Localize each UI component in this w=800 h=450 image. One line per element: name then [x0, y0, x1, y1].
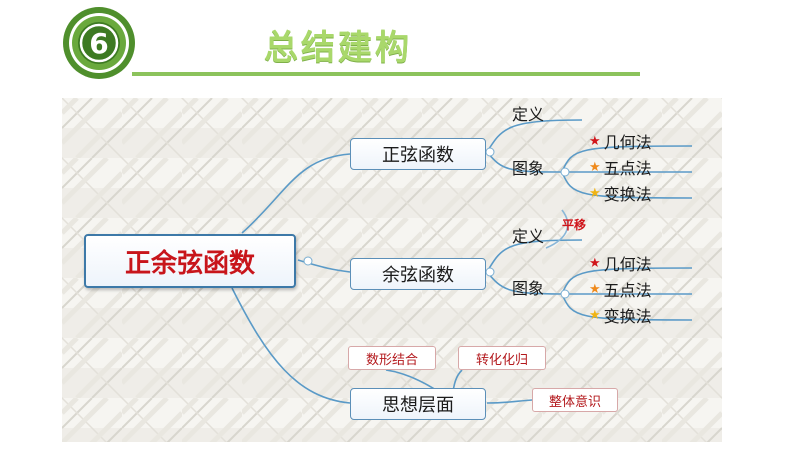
sine-graph[interactable]: 图象 — [512, 156, 544, 178]
sine-definition[interactable]: 定义 — [512, 102, 544, 124]
thinking-level-label: 思想层面 — [382, 395, 454, 416]
cosine-method-five-point[interactable]: ★ 五点法 — [589, 278, 652, 300]
sine-method-geometric-label: 几何法 — [603, 133, 652, 152]
section-number-badge: 6 — [63, 7, 135, 79]
orange-star-icon: ★ — [589, 281, 601, 297]
idea-tag-holistic-label: 整体意识 — [548, 394, 601, 410]
translation-note: 平移 — [562, 218, 587, 232]
sine-method-transform-label: 变换法 — [603, 185, 652, 204]
sine-method-transform[interactable]: ★ 变换法 — [589, 182, 652, 204]
sine-function-label: 正弦函数 — [382, 145, 454, 166]
cosine-graph-label: 图象 — [512, 279, 545, 298]
gold-star-icon: ★ — [589, 307, 601, 323]
idea-tag-holistic[interactable]: 整体意识 — [532, 388, 618, 412]
cosine-method-geometric-label: 几何法 — [603, 255, 652, 274]
cosine-function-node[interactable]: 余弦函数 — [350, 258, 486, 290]
thinking-level-node[interactable]: 思想层面 — [350, 388, 486, 420]
sine-function-node[interactable]: 正弦函数 — [350, 138, 486, 170]
gold-star-icon: ★ — [589, 185, 601, 201]
idea-tag-transformation-label: 转化化归 — [475, 352, 528, 368]
cosine-definition[interactable]: 定义 — [512, 224, 544, 246]
sine-graph-label: 图象 — [512, 159, 545, 178]
red-star-icon: ★ — [589, 133, 601, 149]
sine-method-geometric[interactable]: ★ 几何法 — [589, 130, 652, 152]
cosine-method-five-point-label: 五点法 — [603, 281, 652, 300]
idea-tag-number-shape[interactable]: 数形结合 — [348, 346, 436, 370]
idea-tag-number-shape-label: 数形结合 — [365, 352, 418, 368]
orange-star-icon: ★ — [589, 159, 601, 175]
cosine-definition-label: 定义 — [512, 227, 545, 246]
cosine-method-transform-label: 变换法 — [603, 307, 652, 326]
root-node-label: 正余弦函数 — [124, 248, 255, 279]
cosine-method-transform[interactable]: ★ 变换法 — [589, 304, 652, 326]
root-node-sine-cosine-functions[interactable]: 正余弦函数 — [84, 234, 296, 288]
sine-method-five-point-label: 五点法 — [603, 159, 652, 178]
title-underline — [132, 72, 640, 76]
mind-map-panel: 正余弦函数 正弦函数 定义 图象 ★ 几何法 ★ 五点法 ★ 变换法 平移 余弦… — [62, 98, 722, 442]
cosine-graph[interactable]: 图象 — [512, 276, 544, 298]
sine-method-five-point[interactable]: ★ 五点法 — [589, 156, 652, 178]
page-title: 总结建构 — [264, 28, 412, 68]
sine-definition-label: 定义 — [512, 105, 545, 124]
cosine-method-geometric[interactable]: ★ 几何法 — [589, 252, 652, 274]
section-number: 6 — [89, 27, 108, 60]
red-star-icon: ★ — [589, 255, 601, 271]
idea-tag-transformation[interactable]: 转化化归 — [458, 346, 546, 370]
connector-lines — [231, 119, 693, 404]
cosine-function-label: 余弦函数 — [382, 265, 454, 286]
